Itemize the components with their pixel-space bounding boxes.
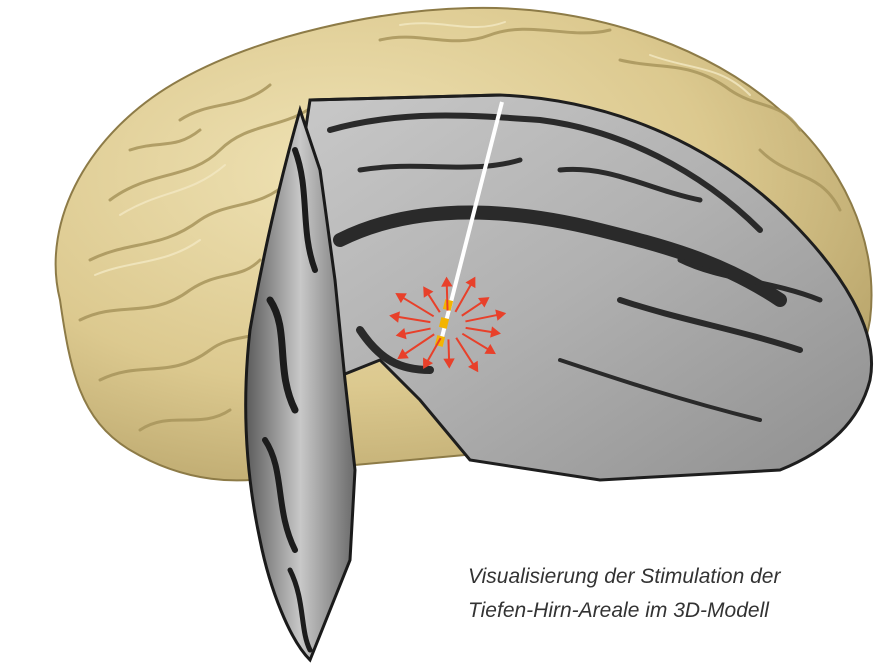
caption-line-2: Tiefen-Hirn-Areale im 3D-Modell xyxy=(468,594,868,628)
caption-line-1: Visualisierung der Stimulation der xyxy=(468,560,868,594)
figure-caption: Visualisierung der Stimulation der Tiefe… xyxy=(468,560,868,628)
